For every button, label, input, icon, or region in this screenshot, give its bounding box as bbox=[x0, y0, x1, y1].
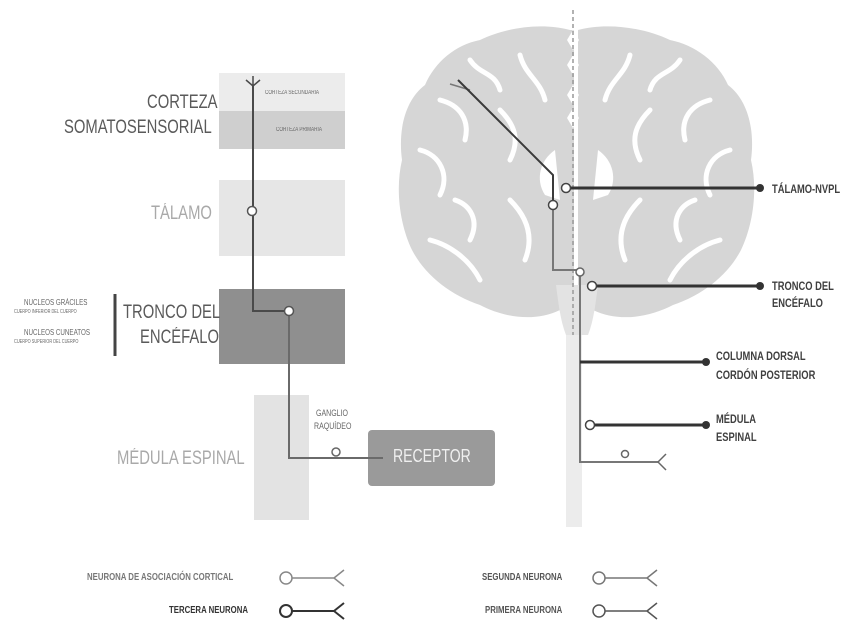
label-receptor: RECEPTOR bbox=[393, 446, 471, 466]
node-brain-2 bbox=[547, 199, 559, 211]
left-dendrite bbox=[245, 76, 261, 87]
corteza-primaria-box bbox=[219, 111, 345, 149]
legend-symbol-primera bbox=[592, 602, 658, 620]
legend-label-tercera: TERCERA NEURONA bbox=[169, 605, 249, 616]
node-tronco bbox=[586, 280, 598, 292]
tronco-node bbox=[283, 305, 295, 317]
legend-symbol-tercera bbox=[279, 602, 345, 620]
dot-columna bbox=[702, 358, 710, 366]
legend-symbol-asociacion bbox=[279, 569, 345, 587]
label-raquideo: RAQUÍDEO bbox=[314, 421, 352, 431]
dot-talamo bbox=[756, 184, 764, 192]
label-talamo-nvpl: TÁLAMO-NVPL bbox=[772, 182, 841, 196]
label-right-tronco: TRONCO DEL bbox=[772, 279, 834, 293]
label-nucleos-graciles: NUCLEOS GRÁCILES bbox=[24, 298, 88, 307]
label-encefalo: ENCÉFALO bbox=[140, 327, 220, 348]
legend-label-segunda: SEGUNDA NEURONA bbox=[482, 572, 563, 583]
label-ganglio: GANGLIO bbox=[316, 408, 348, 418]
label-nucleos-cuneatos-sub: CUERPO SUPERIOR DEL CUERPO bbox=[14, 339, 79, 345]
corteza-secundaria-box bbox=[219, 73, 345, 111]
legend-symbol-segunda bbox=[592, 569, 658, 587]
node-ganglio-right bbox=[620, 449, 630, 459]
dot-tronco bbox=[756, 282, 764, 290]
left-second-neuron-line bbox=[288, 311, 383, 459]
tronco-box bbox=[219, 289, 345, 364]
dot-medula bbox=[702, 421, 710, 429]
ganglio-node bbox=[331, 447, 341, 457]
label-corteza: CORTEZA bbox=[147, 92, 218, 113]
node-medula bbox=[584, 419, 596, 431]
node-brainstem bbox=[575, 267, 585, 277]
label-right-medula: MÉDULA bbox=[716, 412, 757, 426]
receptor-box bbox=[368, 430, 495, 486]
label-talamo: TÁLAMO bbox=[151, 203, 212, 224]
label-right-encefalo: ENCÉFALO bbox=[772, 296, 823, 310]
label-corteza-primaria: CORTEZA PRIMARIA bbox=[276, 127, 322, 133]
label-medula-espinal: MÉDULA ESPINAL bbox=[117, 448, 245, 469]
talamo-node bbox=[246, 205, 258, 217]
label-somatosensorial: SOMATOSENSORIAL bbox=[64, 117, 212, 138]
label-nucleos-cuneatos: NUCLEOS CUNEATOS bbox=[24, 328, 90, 337]
legend-label-asociacion: NEURONA DE ASOCIACIÓN CORTICAL bbox=[87, 572, 234, 583]
label-nucleos-graciles-sub: CUERPO INFERIOR DEL CUERPO bbox=[14, 309, 77, 315]
right-receptor-fork bbox=[657, 453, 667, 471]
label-right-espinal: ESPINAL bbox=[716, 430, 757, 444]
label-corteza-secundaria: CORTEZA SECUNDARIA bbox=[265, 90, 320, 96]
node-talamo-nvpl bbox=[560, 182, 572, 194]
brain-illustration bbox=[398, 10, 755, 528]
label-columna-dorsal: COLUMNA DORSAL bbox=[716, 349, 806, 363]
legend-label-primera: PRIMERA NEURONA bbox=[485, 605, 563, 616]
label-cordon-posterior: CORDÓN POSTERIOR bbox=[716, 368, 816, 382]
left-third-neuron-line bbox=[252, 85, 289, 312]
talamo-box bbox=[219, 180, 345, 256]
label-tronco-del: TRONCO DEL bbox=[123, 302, 221, 323]
